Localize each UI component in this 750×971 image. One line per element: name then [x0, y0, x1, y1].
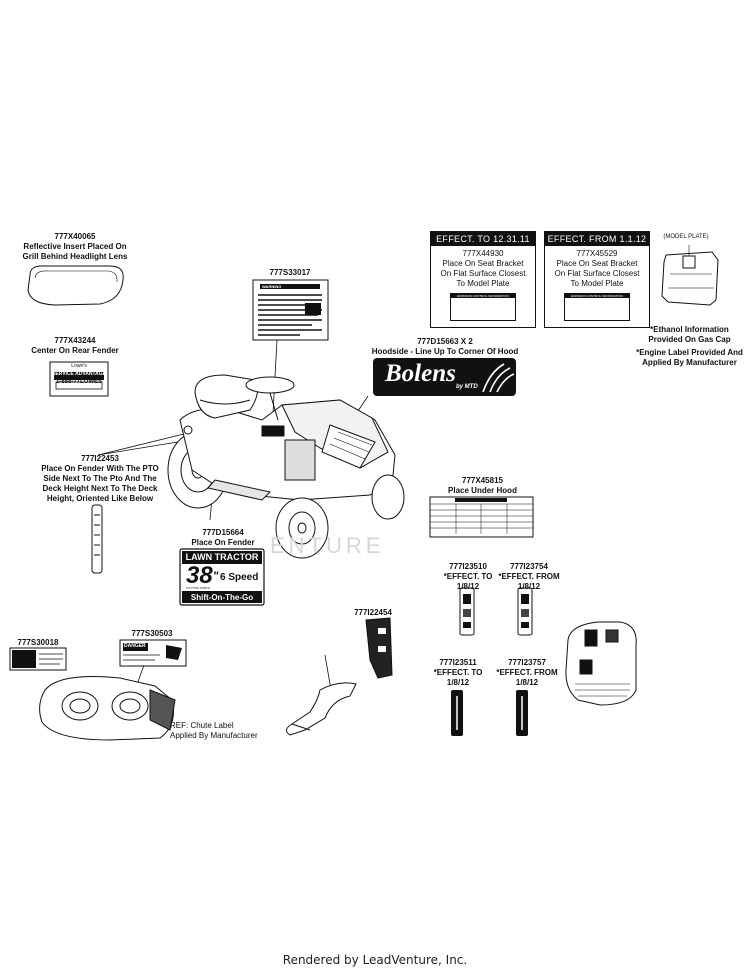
lawn-tractor-illustration — [167, 374, 405, 559]
dash-panel-illustration — [565, 621, 637, 706]
shift-decal-effect-to[interactable] — [459, 587, 475, 636]
lawn-tractor-title: LAWN TRACTOR — [185, 552, 259, 562]
fender-decal-22454[interactable] — [365, 617, 393, 679]
danger-header-text: DANGER — [124, 643, 146, 649]
chute-decal-30503[interactable] — [119, 639, 187, 667]
effect-to-header: EFFECT. TO 12.31.11 — [431, 232, 535, 246]
part-label-30503: 777S30503 — [131, 629, 173, 638]
part-label-22454: 777I22454 — [354, 608, 392, 617]
model-plate-label: (MODEL PLATE) — [663, 234, 709, 240]
bolens-hoodside-decal[interactable] — [373, 358, 516, 396]
cutting-width-value: 38" — [186, 562, 219, 589]
lowes-service-decal[interactable] — [49, 361, 109, 397]
part-label-30018: 777S30018 — [17, 638, 59, 647]
emission-label-mini-2[interactable]: EMISSION CONTROL INFORMATION — [564, 293, 630, 321]
cutting-width-label: CUTTING WIDTH — [186, 586, 210, 590]
shift-on-the-go-text: Shift-On-The-Go — [190, 593, 254, 602]
pto-fender-strip-decal[interactable] — [91, 504, 103, 574]
part-label-33017: 777S33017 — [269, 268, 311, 277]
shift-decal-effect-from[interactable] — [517, 587, 533, 636]
lowes-decal-text: Lowe's SERVICE ADVANTAGE 1-888-77LOWES — [52, 363, 106, 385]
warning-decal[interactable] — [252, 279, 329, 341]
shift-decal-small-effect-from[interactable] — [516, 690, 528, 736]
shift-decal-small-effect-to[interactable] — [451, 690, 463, 736]
chute-decal-30018[interactable] — [9, 647, 67, 671]
footer-credit: Rendered by LeadVenture, Inc. — [282, 953, 468, 967]
warning-header-text: WARNING — [262, 284, 282, 289]
watermark: ENTURE — [270, 533, 385, 558]
mower-deck-illustration — [39, 676, 176, 741]
bolens-sub-text: by MTD — [456, 384, 478, 390]
lawn-tractor-fender-decal[interactable] — [179, 548, 265, 606]
bolens-logo-text: Bolens — [385, 360, 456, 387]
effect-from-header: EFFECT. FROM 1.1.12 — [545, 232, 649, 246]
under-hood-label[interactable] — [429, 496, 534, 538]
reflective-insert-decal[interactable] — [27, 265, 124, 306]
emission-label-mini[interactable]: EMISSION CONTROL INFORMATION — [450, 293, 516, 321]
brake-pedal-illustration — [286, 682, 357, 736]
speed-text: 6 Speed — [220, 572, 259, 583]
